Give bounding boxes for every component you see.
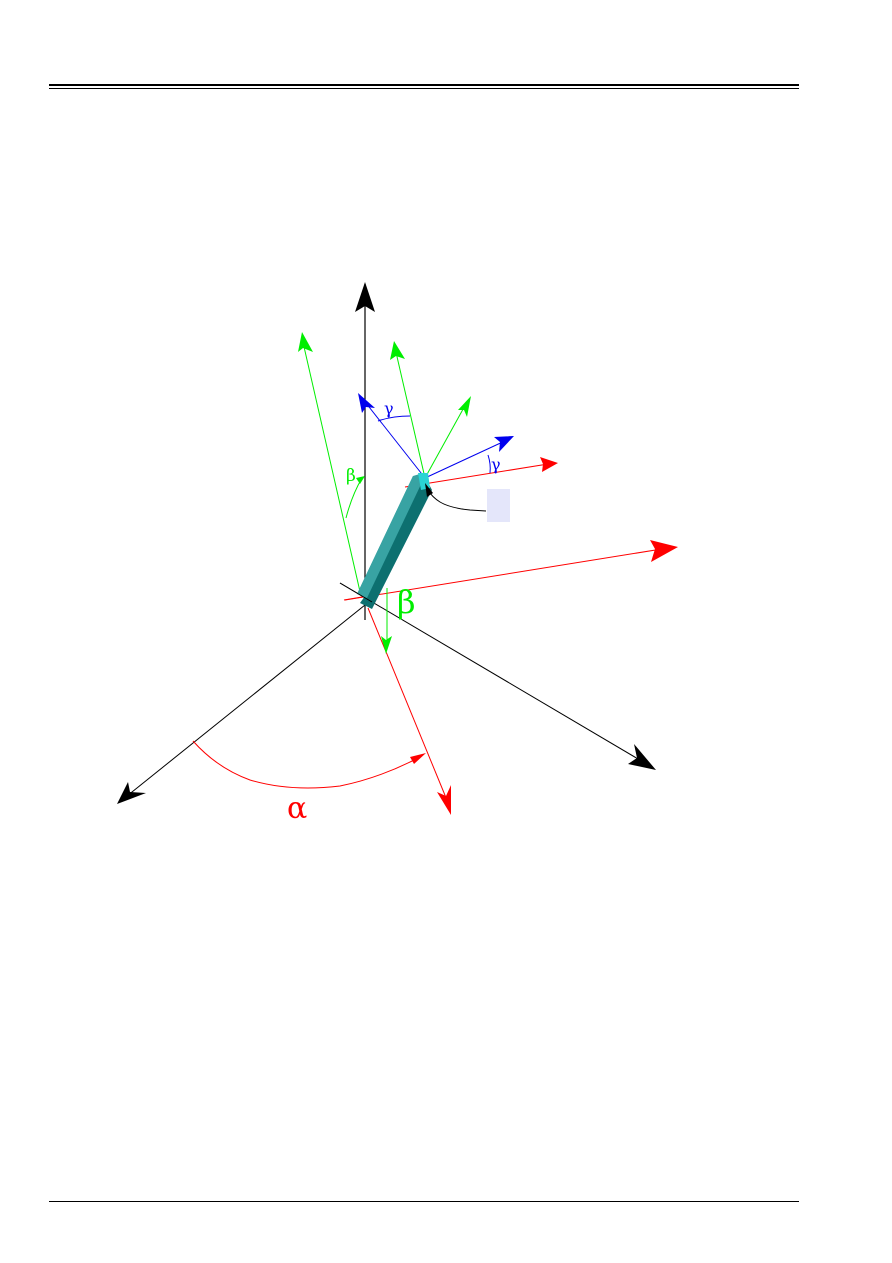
beta-z-axis-inner xyxy=(394,347,426,479)
alpha-arc-arrowhead-icon xyxy=(410,753,426,764)
origin-cross-line xyxy=(339,582,373,603)
fixed-y-axis xyxy=(339,582,651,767)
gamma-right-arc xyxy=(487,454,491,474)
gamma-upper-arc xyxy=(377,415,411,422)
fixed-axes xyxy=(117,282,656,804)
label-box xyxy=(487,489,510,522)
rod-side-face xyxy=(360,473,432,609)
x-axis-arrowhead-icon xyxy=(117,782,146,804)
beta-x-tip-arrowhead-icon xyxy=(458,396,471,417)
gamma-axis-upper xyxy=(361,397,426,479)
pointer-arrowhead-icon xyxy=(425,483,433,497)
beta-small-label: β xyxy=(346,466,356,486)
beta-z-inner-arrowhead-icon xyxy=(390,341,405,360)
rod-tip-red-arrowhead-icon xyxy=(540,457,558,472)
rotated-x-arrowhead-icon xyxy=(437,785,451,815)
footer-rule xyxy=(49,1201,799,1202)
alpha-rotated-axes: α xyxy=(192,457,678,826)
gamma-right-label: γ xyxy=(491,455,501,474)
rotated-y-arrowhead-icon xyxy=(650,540,678,562)
alpha-arc xyxy=(192,740,421,789)
rotated-x-axis-alpha xyxy=(367,607,450,806)
gamma-right-arrowhead-icon xyxy=(494,436,514,452)
beta-rotated-axes: β β xyxy=(298,332,471,654)
beta-z-outer-arrowhead-icon xyxy=(298,332,313,352)
beta-z-axis-outer xyxy=(301,337,362,597)
gamma-axis-right xyxy=(424,439,508,479)
header-rule-bottom xyxy=(49,88,799,89)
rotated-y-axis-alpha xyxy=(344,547,669,601)
y-axis-arrowhead-icon xyxy=(628,744,656,770)
pointer-curve xyxy=(427,489,487,512)
z-axis-arrowhead-icon xyxy=(355,282,375,312)
beta-x-axis-tip xyxy=(424,401,468,479)
gamma-upper-label: γ xyxy=(384,399,394,418)
origin-red-tick xyxy=(343,596,363,601)
beta-down-arrowhead-icon xyxy=(381,636,392,654)
alpha-label: α xyxy=(287,791,307,826)
gamma-upper-arrowhead-icon xyxy=(358,393,375,413)
beta-large-label: β xyxy=(397,583,416,621)
fixed-x-axis xyxy=(121,604,366,801)
header-rule-top xyxy=(49,84,799,86)
rod-front-long xyxy=(357,476,424,598)
rod xyxy=(357,473,432,609)
gamma-rotated-axes: γ γ xyxy=(358,393,514,479)
beta-small-arrowhead-icon xyxy=(356,476,365,484)
